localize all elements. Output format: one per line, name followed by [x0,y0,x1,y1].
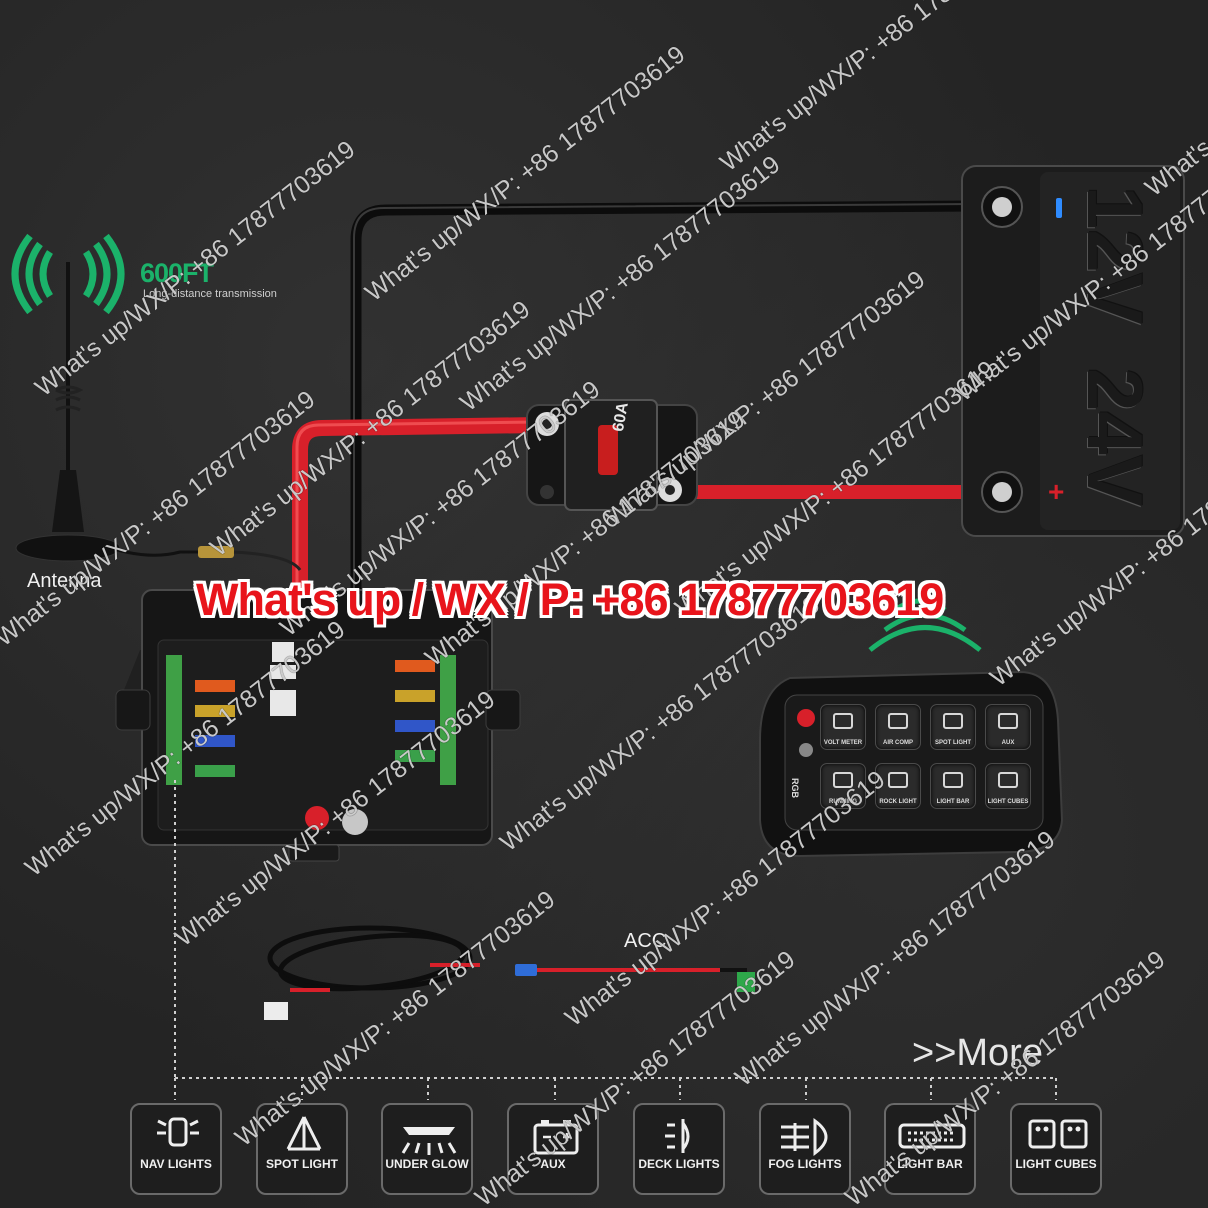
controller-rgb-label: RGB [790,778,800,798]
light-bar-icon [886,1113,974,1161]
category-tile: LIGHT CUBES [1010,1103,1102,1195]
antenna-label: Antenna [27,570,102,592]
category-label: DECK LIGHTS [638,1157,720,1171]
battery [961,165,1185,537]
category-label: NAV LIGHTS [140,1157,212,1171]
contact-headline: What's up / WX / P: +86 17877703619 [196,574,944,625]
controller-switch-label: LIGHT CUBES [987,799,1029,805]
switch-glyph-icon [998,772,1018,788]
category-label: FOG LIGHTS [768,1157,842,1171]
controller-switch[interactable]: SPOT LIGHT [930,704,976,750]
category-label: AUX [540,1157,566,1171]
category-tile: AUX [507,1103,599,1195]
battery-voltage-24v: 24V [1071,368,1159,507]
category-tile: SPOT LIGHT [256,1103,348,1195]
switch-glyph-icon [943,713,963,729]
deck-light-icon [635,1113,723,1161]
category-tile: FOG LIGHTS [759,1103,851,1195]
controller-switch-label: VOLT METER [823,740,863,746]
controller-switch-label: SPOT LIGHT [935,740,971,746]
spot-light-icon [258,1113,346,1161]
controller-switch[interactable]: AIR COMP [875,704,921,750]
controller-switch[interactable]: VOLT METER [820,704,866,750]
controller-switch[interactable]: AUX [985,704,1031,750]
antenna [11,233,302,571]
switch-glyph-icon [833,713,853,729]
controller-switch-label: RUNNING [829,799,857,805]
category-label: SPOT LIGHT [266,1157,338,1171]
category-tile: NAV LIGHTS [130,1103,222,1195]
controller-switch-label: AIR COMP [883,740,913,746]
wireless-signal [868,598,982,652]
negative-cable [350,200,976,800]
switch-glyph-icon [943,772,963,788]
positive-cable-to-breaker [292,417,548,618]
category-label: UNDER GLOW [385,1157,469,1171]
wire-harness [264,925,755,1020]
distribution-line [174,780,1057,1100]
nav-light-icon [132,1113,220,1161]
fog-light-icon [761,1113,849,1161]
switch-glyph-icon [998,713,1018,729]
category-tile: DECK LIGHTS [633,1103,725,1195]
category-tile: LIGHT BAR [884,1103,976,1195]
switch-glyph-icon [888,713,908,729]
controller-switch-label: ROCK LIGHT [879,799,917,805]
controller-switch-label: AUX [1001,740,1015,746]
controller-switch[interactable]: LIGHT CUBES [985,763,1031,809]
battery-icon [509,1113,597,1161]
category-tile: UNDER GLOW [381,1103,473,1195]
light-cubes-icon [1012,1113,1100,1161]
range-subtitle: Long-distance transmission [143,288,277,300]
category-label: LIGHT CUBES [1015,1157,1097,1171]
controller-switch[interactable]: RUNNING [820,763,866,809]
circuit-breaker [526,399,698,511]
controller-switch-label: LIGHT BAR [936,799,970,805]
category-label: LIGHT BAR [897,1157,963,1171]
more-label: >>More [912,1032,1043,1074]
controller-switch[interactable]: ROCK LIGHT [875,763,921,809]
battery-positive-sign: + [1048,476,1065,507]
under-glow-icon [383,1113,471,1161]
controller-switch[interactable]: LIGHT BAR [930,763,976,809]
range-title: 600FT [140,258,214,288]
switch-glyph-icon [888,772,908,788]
acc-label: ACC [624,930,667,952]
switch-glyph-icon [833,772,853,788]
relay-box [115,589,521,862]
